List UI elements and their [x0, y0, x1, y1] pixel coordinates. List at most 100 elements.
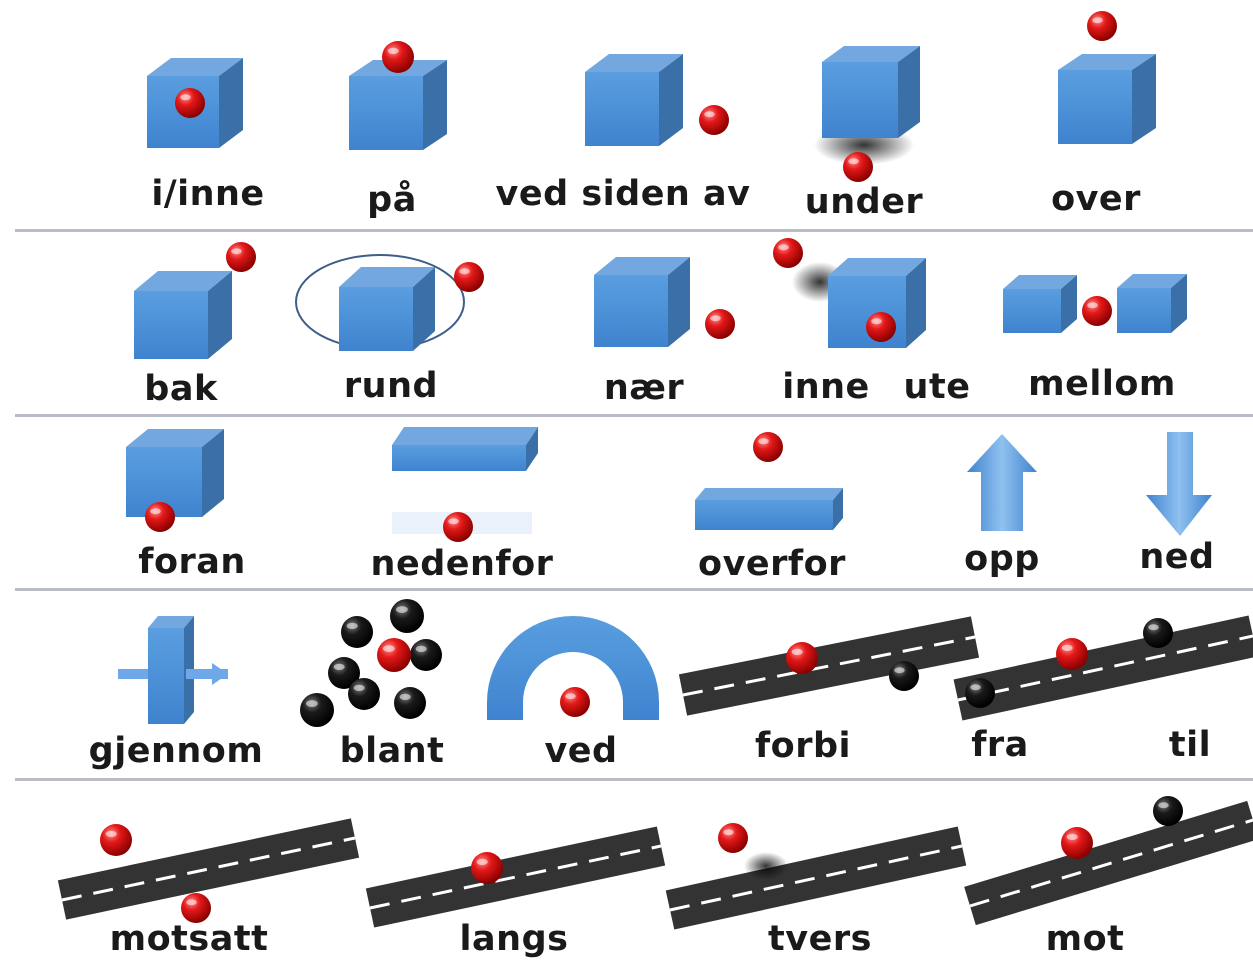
- cube-side-face: [423, 60, 447, 150]
- cube-top-face: [822, 46, 920, 62]
- ball-highlight: [231, 248, 242, 255]
- ball-highlight: [1158, 802, 1169, 809]
- ball-body: [1056, 638, 1088, 670]
- black-ball: [341, 616, 373, 648]
- cube-top-face: [1003, 275, 1077, 289]
- cube-side-face: [526, 427, 538, 471]
- word-label: ved: [544, 731, 618, 771]
- ball-body: [471, 852, 503, 884]
- cube-side-face: [906, 258, 926, 348]
- word-label: langs: [459, 919, 569, 959]
- row-divider: [15, 414, 1253, 417]
- red-ball: [1056, 638, 1088, 670]
- red-ball: [753, 432, 783, 462]
- ball-highlight: [1092, 17, 1103, 24]
- road-surface: [57, 818, 360, 920]
- black-ball: [390, 599, 424, 633]
- cube: [822, 46, 920, 138]
- cube-front-face: [585, 72, 659, 146]
- road-surface: [953, 615, 1253, 721]
- ball-highlight: [395, 606, 408, 613]
- ball-highlight: [758, 438, 769, 445]
- ball-highlight: [1066, 833, 1078, 841]
- red-ball: [773, 238, 803, 268]
- cube-top-face: [126, 429, 224, 447]
- ball-highlight: [894, 667, 905, 674]
- word-label: overfor: [698, 544, 846, 584]
- red-ball: [443, 512, 473, 542]
- ball-body: [705, 309, 735, 339]
- black-ball: [328, 657, 360, 689]
- red-ball: [1087, 11, 1117, 41]
- cube-side-face: [219, 58, 243, 148]
- ball-body: [410, 639, 442, 671]
- cube-front-face: [1058, 70, 1132, 144]
- word-label: i/inne: [151, 174, 265, 214]
- red-ball: [1061, 827, 1093, 859]
- ball-body: [718, 823, 748, 853]
- red-ball: [454, 262, 484, 292]
- red-ball: [175, 88, 205, 118]
- ball-highlight: [778, 244, 789, 251]
- road-center-line: [957, 634, 1253, 702]
- word-label: rund: [343, 366, 439, 406]
- ball-highlight: [353, 684, 365, 692]
- cube: [339, 267, 435, 351]
- word-label: inne: [782, 367, 870, 407]
- ball-highlight: [105, 830, 117, 838]
- red-ball: [705, 309, 735, 339]
- ball-body: [390, 599, 424, 633]
- cube: [1003, 275, 1077, 333]
- cube-side-face: [413, 267, 435, 351]
- cube-front-face: [148, 628, 184, 724]
- cube-top-face: [695, 488, 843, 500]
- ball-highlight: [387, 47, 399, 55]
- ball-highlight: [186, 899, 197, 906]
- ball-highlight: [150, 508, 161, 515]
- road-center-line: [969, 818, 1253, 908]
- red-ball: [226, 242, 256, 272]
- up-arrow-icon: [967, 434, 1037, 531]
- cube-front-face: [594, 275, 668, 347]
- word-label: over: [1051, 179, 1141, 219]
- red-ball: [382, 41, 414, 73]
- cube-top-face: [148, 616, 194, 628]
- ball-body: [773, 238, 803, 268]
- cube-front-face: [822, 62, 898, 138]
- cube-front-face: [1003, 289, 1061, 333]
- ball-body: [753, 432, 783, 462]
- word-label: nær: [603, 368, 685, 408]
- ball-highlight: [448, 518, 459, 525]
- cube: [126, 429, 224, 517]
- ball-body: [348, 678, 380, 710]
- ball-body: [377, 638, 411, 672]
- cube-top-face: [339, 267, 435, 287]
- red-ball: [377, 638, 411, 672]
- word-label: ute: [903, 367, 971, 407]
- cube-side-face: [668, 257, 690, 347]
- word-label: blant: [339, 731, 445, 771]
- black-ball: [410, 639, 442, 671]
- cube-top-face: [1117, 274, 1187, 288]
- row-divider: [15, 778, 1253, 781]
- cube-front-face: [339, 287, 413, 351]
- ball-highlight: [415, 645, 427, 653]
- word-label: på: [367, 180, 417, 220]
- word-label: motsatt: [109, 919, 269, 959]
- ball-highlight: [791, 648, 803, 656]
- row-divider: [15, 588, 1253, 591]
- road-surface: [678, 616, 980, 716]
- bar-block: [695, 488, 843, 530]
- ball-highlight: [399, 693, 411, 701]
- word-label: ved siden av: [495, 174, 751, 214]
- cube: [147, 58, 243, 148]
- black-ball: [300, 693, 334, 727]
- cube-front-face: [828, 276, 906, 348]
- cube: [349, 60, 447, 150]
- road-center-line: [61, 836, 356, 902]
- ball-body: [965, 678, 995, 708]
- ball-body: [1087, 11, 1117, 41]
- ball-highlight: [305, 700, 318, 707]
- word-label: nedenfor: [370, 544, 554, 584]
